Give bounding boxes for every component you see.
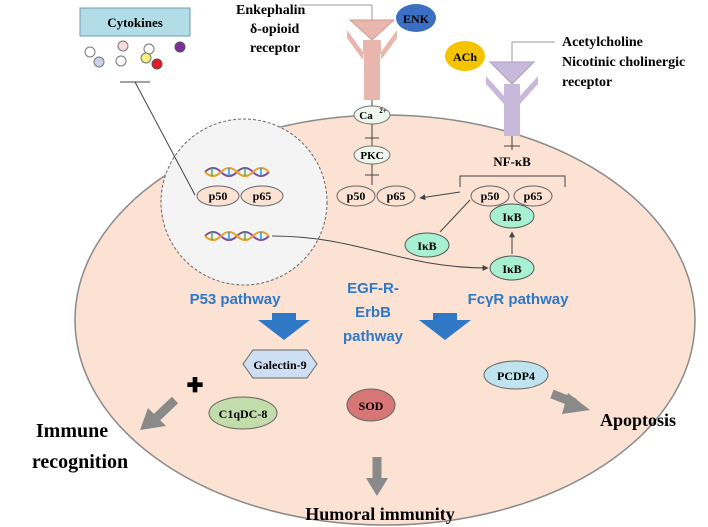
nfkb-to-cytoplasm-arrow: [419, 191, 461, 201]
svg-text:p65: p65: [524, 189, 543, 203]
acetylcholine-label-1: Acetylcholine: [562, 35, 643, 50]
nfkb-p50-p65: p50 p65: [470, 185, 553, 207]
enkephalin-label-2: δ-opioid: [250, 22, 299, 37]
svg-text:p65: p65: [253, 189, 272, 203]
enkephalin-label-3: receptor: [250, 41, 300, 56]
svg-text:PCDP4: PCDP4: [497, 369, 535, 383]
cytokine-dots: [84, 40, 186, 70]
sod: SOD: [346, 388, 396, 422]
acetylcholine-label-3: receptor: [562, 75, 612, 90]
humoral-immunity-label: Humoral immunity: [305, 504, 455, 524]
plus-sign: ✚: [187, 375, 204, 397]
cytokines-label: Cytokines: [107, 15, 163, 30]
svg-text:p50: p50: [347, 189, 366, 203]
cytokines-box: Cytokines: [79, 7, 191, 37]
cytokine-signal-line: [134, 81, 196, 196]
immune-recognition-label-2: recognition: [32, 451, 128, 473]
enkephalin-receptor: [347, 19, 397, 100]
apoptosis-outward-arrow: [550, 389, 590, 414]
ikb-left: IκB: [404, 232, 450, 258]
nucleus-dna-lower: [204, 231, 270, 241]
svg-text:p50: p50: [481, 189, 500, 203]
p53-pathway-label: P53 pathway: [190, 291, 282, 308]
nfkb-label: NF-κB: [493, 154, 531, 169]
egf-pathway-label-3: pathway: [343, 328, 404, 345]
enkephalin-label-1: Enkephalin: [236, 3, 305, 18]
svg-text:Galectin-9: Galectin-9: [253, 358, 306, 372]
dna-to-ikb-arrow: [271, 235, 489, 271]
svg-text:PKC: PKC: [360, 150, 383, 162]
egf-pathway-label-2: ErbB: [355, 304, 391, 321]
cytoplasm-p50-p65: p50 p65: [336, 185, 416, 207]
svg-text:IκB: IκB: [502, 262, 521, 276]
acetylcholine-label-2: Nicotinic cholinergic: [562, 55, 685, 70]
nfkb-bracket: [459, 175, 566, 187]
ikb-bound: IκB: [489, 203, 535, 229]
svg-text:SOD: SOD: [359, 399, 384, 413]
pkc-node: PKC: [353, 145, 391, 165]
svg-text:IκB: IκB: [502, 210, 521, 224]
ca2-node: Ca 2+: [353, 105, 391, 125]
galectin-9: Galectin-9: [242, 349, 318, 379]
p53-down-arrow: [258, 313, 310, 340]
nucleus-p50-p65: p50 p65: [196, 185, 284, 207]
pcdp4: PCDP4: [483, 360, 549, 390]
ikb-lower: IκB: [489, 255, 535, 281]
apoptosis-label: Apoptosis: [600, 410, 676, 430]
acetylcholine-receptor: [486, 61, 538, 136]
svg-text:ACh: ACh: [453, 50, 477, 64]
svg-text:Ca: Ca: [359, 110, 373, 122]
svg-text:C1qDC-8: C1qDC-8: [219, 407, 268, 421]
humoral-down-arrow: [366, 457, 388, 496]
svg-text:p50: p50: [209, 189, 228, 203]
nucleus: [160, 118, 328, 286]
c1qdc-8: C1qDC-8: [208, 396, 278, 430]
egf-pathway-label-1: EGF-R-: [347, 280, 399, 297]
svg-text:ENK: ENK: [403, 12, 430, 26]
fcgr-down-arrow: [419, 313, 471, 340]
enk-badge: ENK: [396, 4, 436, 32]
svg-text:IκB: IκB: [417, 239, 436, 253]
ach-badge: ACh: [445, 41, 485, 71]
immune-outward-arrow: [140, 396, 179, 430]
fcgr-pathway-label: FcγR pathway: [468, 291, 570, 308]
immune-recognition-label-1: Immune: [36, 420, 108, 442]
svg-text:p65: p65: [387, 189, 406, 203]
svg-text:2+: 2+: [379, 107, 387, 115]
nucleus-dna-upper: [204, 167, 270, 177]
